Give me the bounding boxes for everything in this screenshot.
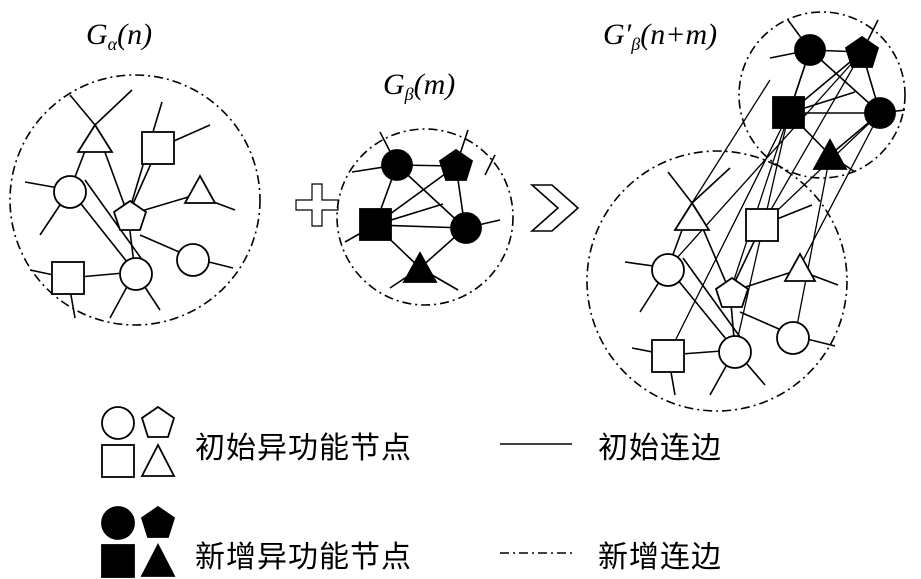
triangle-node	[783, 252, 817, 282]
plus-operator	[295, 183, 339, 227]
network-g-beta	[336, 128, 514, 306]
pentagon-node	[112, 199, 148, 231]
g-beta-prime-upper-boundary	[738, 11, 906, 179]
filled-circle-node	[381, 149, 413, 181]
triangle-node	[673, 201, 711, 231]
label-g-beta-letter: G	[383, 68, 405, 101]
label-g-beta-arg: (m)	[413, 68, 456, 101]
square-node	[141, 131, 175, 165]
filled-square-node	[772, 96, 805, 129]
filled-circle-node	[864, 97, 896, 129]
g-beta-prime-initial-nodes	[651, 201, 817, 373]
g-beta-boundary	[336, 128, 514, 306]
legend-new-edges-label: 新增连边	[598, 540, 722, 575]
g-alpha-nodes	[51, 123, 217, 295]
label-g-beta-prime-arg: (n+m)	[640, 18, 718, 51]
circle-node	[776, 321, 810, 355]
triangle-node	[76, 123, 114, 153]
label-g-alpha: Gα(n)	[86, 18, 152, 55]
circle-node	[651, 253, 685, 287]
filled-triangle-node	[812, 138, 848, 170]
legend-initial-edges-label: 初始连边	[598, 431, 722, 466]
pentagon-node	[714, 276, 750, 308]
label-g-beta-prime: G′β(n+m)	[603, 18, 717, 55]
label-g-beta-sub: β	[404, 84, 414, 104]
filled-square-node	[359, 208, 392, 241]
label-g-beta: Gβ(m)	[383, 68, 455, 105]
circle-node	[119, 257, 153, 291]
circle-node	[53, 175, 87, 209]
label-g-beta-prime-letter: G′	[603, 18, 632, 51]
g-beta-prime-lower-boundary	[586, 150, 848, 412]
g-beta-prime-new-nodes	[772, 34, 896, 170]
circle-node	[718, 335, 752, 369]
label-g-alpha-letter: G	[86, 18, 108, 51]
g-alpha-boundary	[9, 74, 261, 326]
square-node	[51, 261, 85, 295]
merge-arrow	[529, 184, 580, 232]
legend-new-nodes-label: 新增异功能节点	[195, 540, 412, 575]
filled-circle-node	[794, 34, 826, 66]
label-g-alpha-sub: α	[107, 34, 118, 54]
network-g-alpha	[9, 74, 261, 326]
g-beta-nodes	[359, 148, 482, 283]
legend	[101, 405, 572, 578]
filled-pentagon-node	[438, 148, 474, 181]
label-g-alpha-arg: (n)	[117, 18, 153, 51]
legend-initial-nodes-label: 初始异功能节点	[195, 431, 412, 466]
square-node	[745, 208, 779, 242]
filled-triangle-node	[402, 251, 438, 283]
square-node	[651, 339, 685, 373]
label-g-beta-prime-sub: β	[631, 34, 641, 54]
network-g-beta-prime	[586, 11, 906, 412]
circle-node	[176, 243, 210, 277]
g-beta-prime-new-edges	[667, 49, 881, 356]
legend-initial-nodes-icon	[101, 405, 176, 478]
triangle-node	[183, 174, 217, 204]
filled-circle-node	[450, 212, 482, 244]
filled-pentagon-node	[844, 35, 880, 68]
legend-new-nodes-icon	[101, 505, 176, 578]
